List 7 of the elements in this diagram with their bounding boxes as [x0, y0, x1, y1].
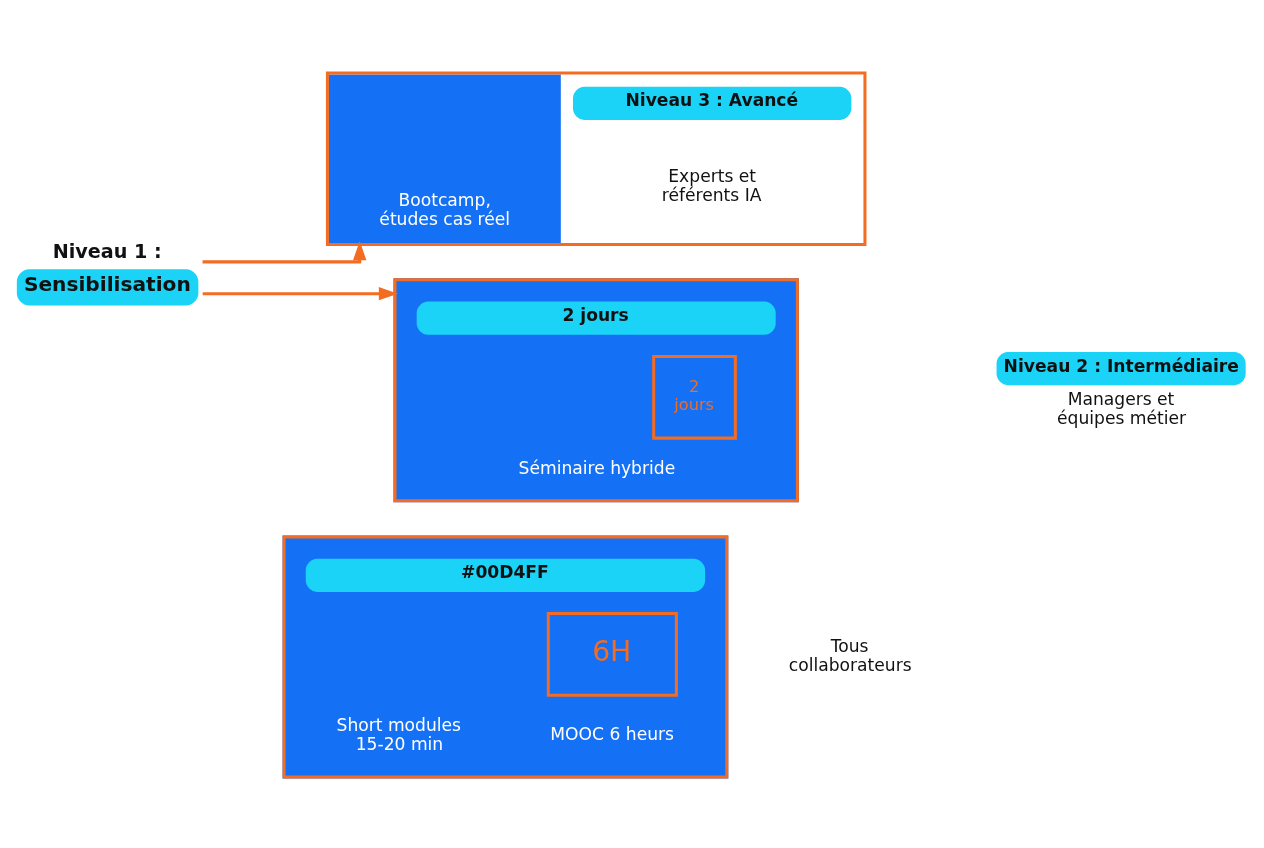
node-label: Tous collaborateurs — [788, 635, 912, 675]
node-label: Managers et équipes métier — [1057, 388, 1187, 428]
node-label: Niveau 1 : — [52, 239, 162, 263]
arrow — [202, 240, 367, 263]
node-box: Sensibilisation — [16, 268, 199, 305]
arrow — [202, 286, 399, 300]
node-box: Niveau 2 : Intermédiaire — [996, 351, 1246, 385]
